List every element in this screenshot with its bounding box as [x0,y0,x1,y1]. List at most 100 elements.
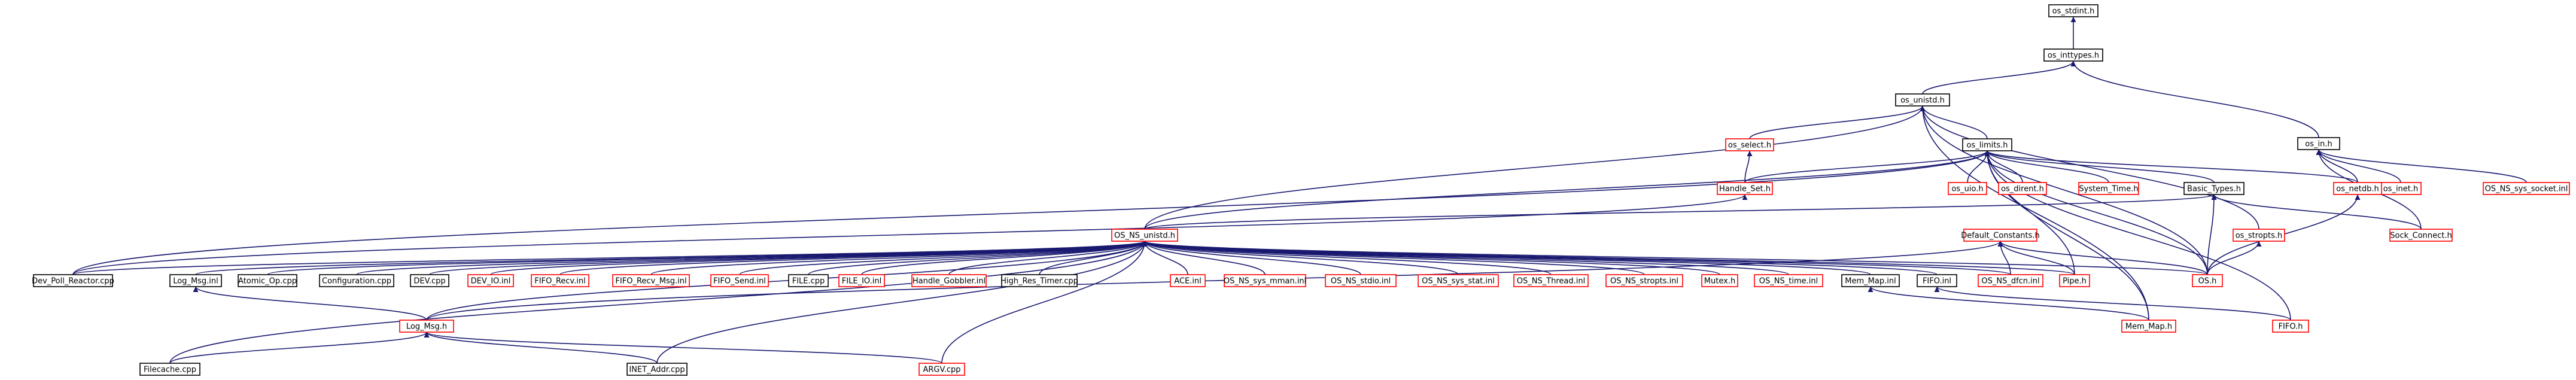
node-pipe[interactable]: Pipe.h [2059,274,2090,287]
node-ace-inl[interactable]: ACE.inl [1170,274,1206,287]
node-box[interactable] [612,274,690,287]
node-os-stdint[interactable]: os_stdint.h [2048,4,2098,17]
node-box[interactable] [2483,182,2570,195]
node-box[interactable] [2078,182,2139,195]
node-box[interactable] [33,274,113,287]
node-os-netdb[interactable]: os_netdb.h [2333,182,2382,195]
node-box[interactable] [1841,274,1900,287]
node-box[interactable] [531,274,589,287]
node-box[interactable] [1418,274,1499,287]
node-box[interactable] [626,363,688,376]
node-box[interactable] [2043,48,2103,62]
node-argv[interactable]: ARGV.cpp [919,363,965,376]
node-os-in[interactable]: os_in.h [2297,137,2340,150]
node-high-res-timer[interactable]: High_Res_Timer.cpp [1000,274,1078,287]
node-box[interactable] [467,274,514,287]
node-box[interactable] [319,274,394,287]
node-box[interactable] [1170,274,1206,287]
node-sys-stat[interactable]: OS_NS_sys_stat.inl [1418,274,1499,287]
node-box[interactable] [2272,320,2309,333]
node-box[interactable] [1605,274,1683,287]
node-box[interactable] [2192,274,2223,287]
node-box[interactable] [1513,274,1589,287]
node-box[interactable] [1998,182,2047,195]
node-box[interactable] [410,274,449,287]
node-configuration[interactable]: Configuration.cpp [319,274,394,287]
node-mem-map-h[interactable]: Mem_Map.h [2121,320,2176,333]
node-dfcn[interactable]: OS_NS_dfcn.inl [1978,274,2043,287]
node-sock-connect[interactable]: Sock_Connect.h [2389,229,2453,242]
node-box[interactable] [1701,274,1738,287]
node-filecache[interactable]: Filecache.cpp [139,363,200,376]
node-box[interactable] [788,274,829,287]
node-box[interactable] [1001,274,1078,287]
node-os-inet[interactable]: os_inet.h [2380,182,2422,195]
node-os-h[interactable]: OS.h [2192,274,2223,287]
node-os-stropts[interactable]: os_stropts.h [2233,229,2285,242]
node-atomic-op[interactable]: Atomic_Op.cpp [238,274,297,287]
node-box[interactable] [838,274,885,287]
node-os-dirent[interactable]: os_dirent.h [1998,182,2047,195]
node-mutex[interactable]: Mutex.h [1701,274,1738,287]
node-box[interactable] [1978,274,2043,287]
node-fifo-inl[interactable]: FIFO.inl [1917,274,1957,287]
node-label: os_unistd.h [1900,96,1945,105]
node-box[interactable] [2333,182,2382,195]
node-box[interactable] [1948,182,1987,195]
node-os-select[interactable]: os_select.h [1725,138,1774,151]
node-box[interactable] [1325,274,1397,287]
node-box[interactable] [1962,138,2012,151]
node-file-cpp[interactable]: FILE.cpp [788,274,829,287]
node-thread[interactable]: OS_NS_Thread.inl [1513,274,1589,287]
node-box[interactable] [399,320,454,333]
node-box[interactable] [2297,137,2340,150]
node-os-uio[interactable]: os_uio.h [1948,182,1987,195]
node-inet-addr[interactable]: INET_Addr.cpp [626,363,688,376]
node-box[interactable] [1111,229,1178,242]
node-os-ns-unistd[interactable]: OS_NS_unistd.h [1111,229,1178,242]
node-box[interactable] [1725,138,1774,151]
node-box[interactable] [2183,182,2245,195]
node-fifo-recv-msg[interactable]: FIFO_Recv_Msg.inl [612,274,690,287]
node-sys-mman[interactable]: OS_NS_sys_mman.inl [1224,274,1306,287]
node-log-msg-inl[interactable]: Log_Msg.inl [169,274,222,287]
node-default-constants[interactable]: Default_Constants.h [1961,229,2040,242]
node-box[interactable] [169,274,222,287]
node-system-time[interactable]: System_Time.h [2078,182,2139,195]
node-os-unistd[interactable]: os_unistd.h [1895,93,1950,107]
node-stdio[interactable]: OS_NS_stdio.inl [1325,274,1397,287]
node-handle-set[interactable]: Handle_Set.h [1717,182,1773,195]
node-box[interactable] [919,363,965,376]
node-basic-types[interactable]: Basic_Types.h [2183,182,2245,195]
node-time-inl[interactable]: OS_NS_time.inl [1754,274,1823,287]
node-box[interactable] [2389,229,2453,242]
node-box[interactable] [2059,274,2090,287]
node-box[interactable] [1917,274,1957,287]
node-box[interactable] [1224,274,1306,287]
node-mem-map-inl[interactable]: Mem_Map.inl [1841,274,1900,287]
node-fifo-send[interactable]: FIFO_Send.inl [710,274,769,287]
node-box[interactable] [1963,229,2037,242]
node-stropts-inl[interactable]: OS_NS_stropts.inl [1605,274,1683,287]
node-dev-cpp[interactable]: DEV.cpp [410,274,449,287]
node-box[interactable] [238,274,297,287]
node-file-io[interactable]: FILE_IO.inl [838,274,885,287]
node-box[interactable] [139,363,200,376]
node-os-limits[interactable]: os_limits.h [1962,138,2012,151]
node-log-msg-h[interactable]: Log_Msg.h [399,320,454,333]
node-handle-gobbler[interactable]: Handle_Gobbler.inl [911,274,987,287]
node-box[interactable] [911,274,987,287]
node-dev-io[interactable]: DEV_IO.inl [467,274,514,287]
node-os-inttypes[interactable]: os_inttypes.h [2043,48,2103,62]
node-dev-poll[interactable]: Dev_Poll_Reactor.cpp [32,274,114,287]
node-fifo-h[interactable]: FIFO.h [2272,320,2309,333]
node-box[interactable] [2048,4,2098,17]
node-box[interactable] [710,274,769,287]
node-box[interactable] [2121,320,2176,333]
node-fifo-recv[interactable]: FIFO_Recv.inl [531,274,589,287]
node-box[interactable] [1895,93,1950,107]
node-box[interactable] [1717,182,1773,195]
node-box[interactable] [1754,274,1823,287]
node-box[interactable] [2233,229,2285,242]
node-os-sys-socket[interactable]: OS_NS_sys_socket.inl [2483,182,2570,195]
